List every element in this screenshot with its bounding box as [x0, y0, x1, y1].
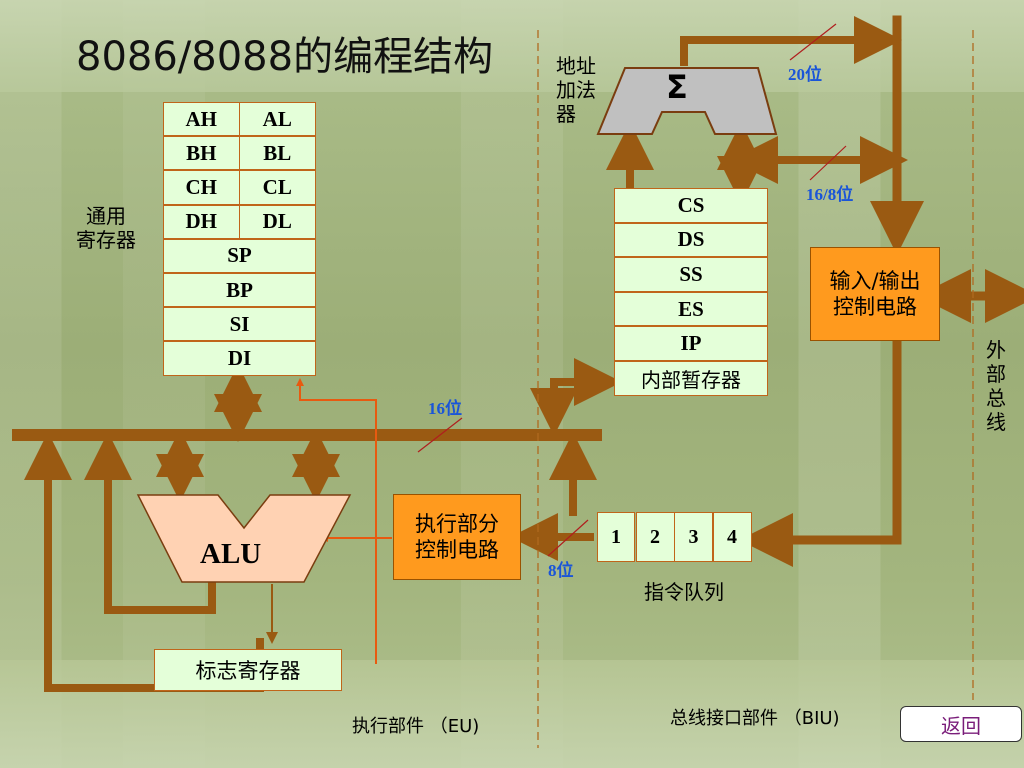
register-ds: DS [614, 222, 768, 258]
alu-label: ALU [200, 538, 262, 570]
register-ah: AH [163, 102, 240, 137]
register-si: SI [163, 307, 316, 342]
exec-control-circuit: 执行部分 控制电路 [393, 494, 521, 580]
register-ip: IP [614, 326, 768, 361]
register-al: AL [238, 102, 316, 137]
register-dl: DL [238, 204, 316, 239]
bus-loop-alu [84, 432, 216, 614]
sigma-icon: Σ [666, 68, 688, 106]
general-registers-label: 通用 寄存器 [76, 204, 136, 252]
control-to-regs [296, 378, 377, 664]
register-cl: CL [238, 170, 316, 205]
flags-register: 标志寄存器 [154, 649, 342, 691]
back-button[interactable]: 返回 [900, 706, 1022, 742]
io-to-queue [739, 335, 902, 567]
register-sp: SP [163, 238, 316, 273]
register-cs: CS [614, 188, 768, 223]
register-di: DI [163, 341, 316, 376]
queue-slot-3: 3 [674, 512, 713, 562]
register-bl: BL [238, 136, 316, 171]
instruction-queue-label: 指令队列 [644, 580, 724, 604]
width-8bit: 8位 [548, 561, 574, 580]
page-title: 8086/8088的编程结构 [76, 34, 494, 80]
queue-slot-1: 1 [597, 512, 635, 562]
top-band [0, 0, 1024, 92]
width-16-8bit: 16/8位 [806, 185, 854, 204]
external-bus-label: 外 部 总 线 [986, 338, 1006, 434]
alu-shape [136, 494, 352, 583]
bus-to-temp-register [550, 358, 622, 422]
io-control-circuit: 输入/输出 控制电路 [810, 247, 940, 341]
queue-slot-2: 2 [635, 512, 675, 562]
register-ch: CH [163, 170, 240, 205]
register-dh: DH [163, 204, 240, 239]
width-16bit: 16位 [428, 399, 462, 418]
biu-label: 总线接口部件 （BIU) [670, 708, 840, 729]
address-adder-label: 地址 加法 器 [556, 54, 596, 126]
adder-to-address-bus [680, 16, 902, 66]
queue-slot-4: 4 [712, 512, 752, 562]
eu-label: 执行部件 （EU) [352, 716, 480, 737]
register-ss: SS [614, 257, 768, 292]
address-adder [596, 67, 778, 135]
internal-temp-register: 内部暂存器 [614, 361, 768, 396]
width-20bit: 20位 [788, 65, 822, 84]
register-es: ES [614, 291, 768, 327]
register-bp: BP [163, 273, 316, 308]
register-bh: BH [163, 136, 240, 171]
